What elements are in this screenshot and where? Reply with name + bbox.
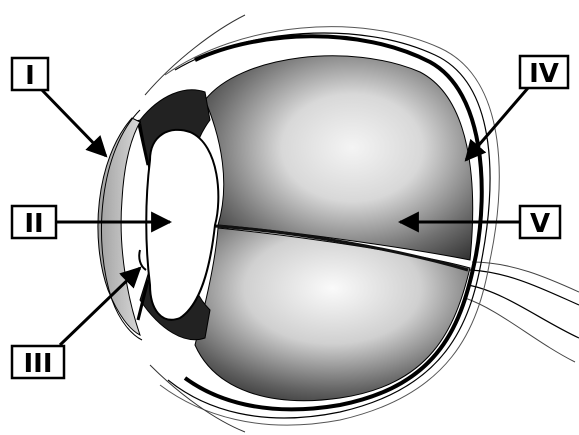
vitreous-lower [195,228,470,401]
label-iv: IV [529,59,559,89]
label-iii-box: III [12,346,64,379]
label-ii: II [24,209,43,239]
label-ii-box: II [12,206,56,239]
optic-nerve [465,262,579,362]
label-v: V [530,209,550,239]
label-iii: III [23,349,52,379]
label-i: I [25,61,35,91]
label-iv-box: IV [520,56,568,89]
label-v-box: V [520,206,560,239]
label-i-box: I [12,58,48,91]
